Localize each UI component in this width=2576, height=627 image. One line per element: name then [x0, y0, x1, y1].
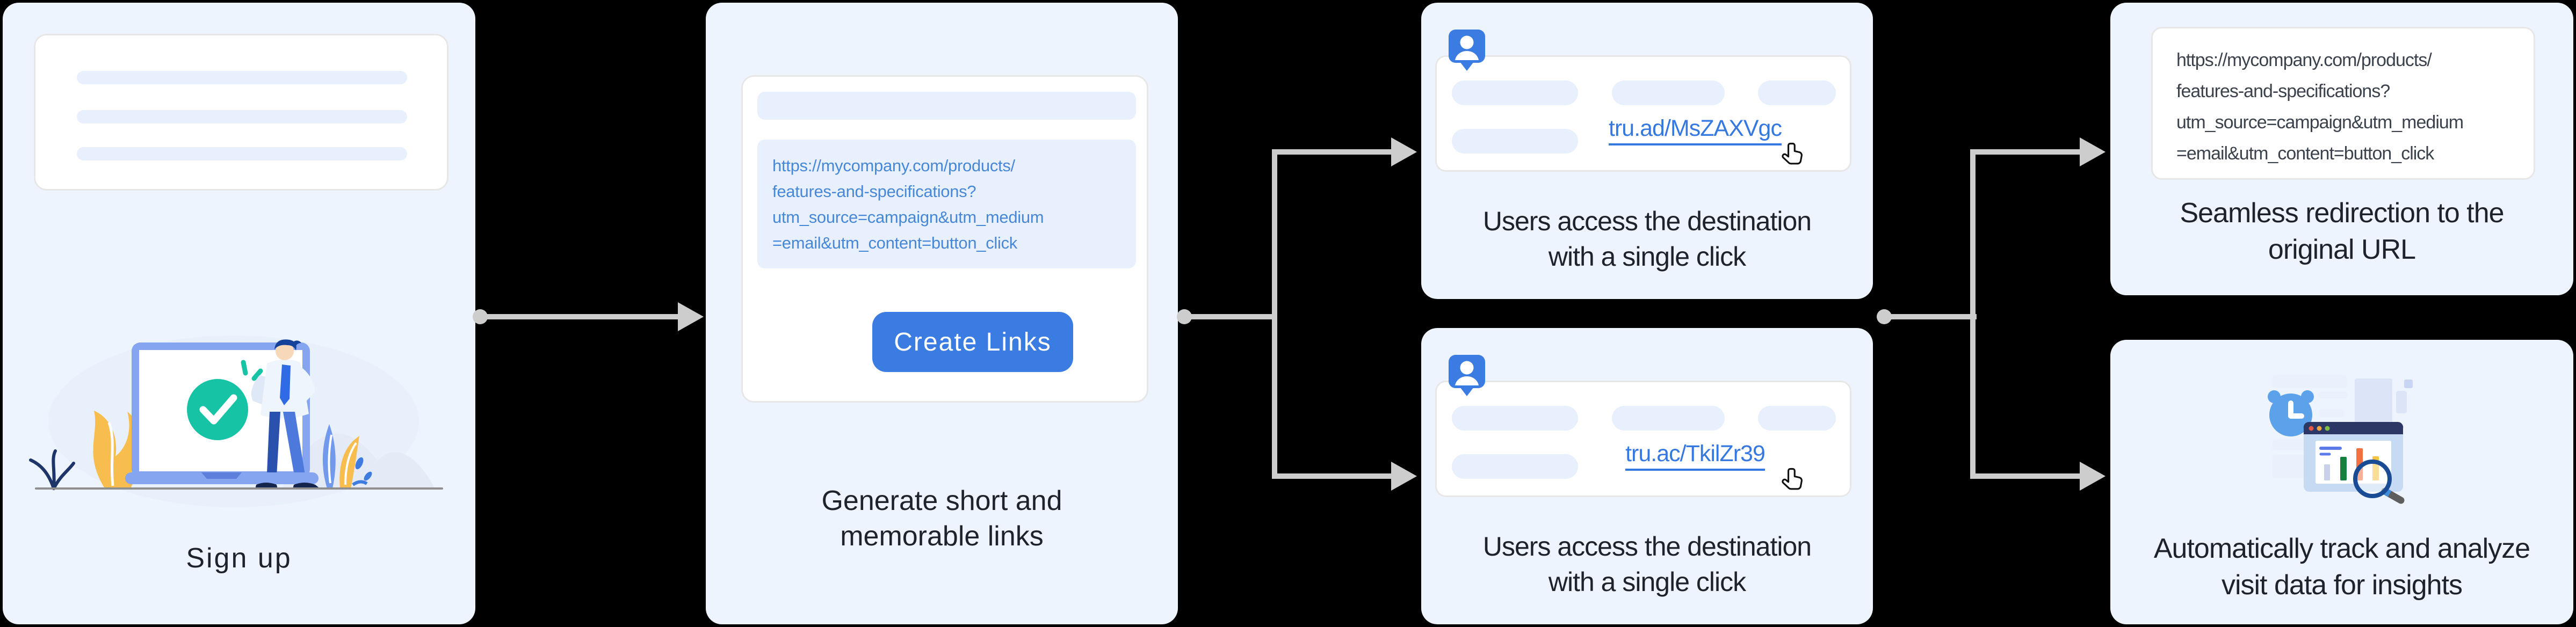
analytics-illustration: [2268, 375, 2413, 504]
connector-arrowhead: [2080, 137, 2105, 166]
generate-caption: Generate short and memorable links: [821, 485, 1062, 552]
connector-line: [1972, 149, 2080, 155]
form-field-placeholder: [77, 110, 407, 123]
text-placeholder: [1452, 129, 1578, 154]
access-card-bottom: tru.ac/TkilZr39 Users access the destina…: [1421, 328, 1873, 624]
analytics-caption: Automatically track and analyze visit da…: [2153, 533, 2530, 601]
text-placeholder: [1452, 454, 1578, 479]
signup-form-skeleton: [34, 34, 448, 191]
long-url-text: https://mycompany.com/products/ features…: [772, 156, 1044, 252]
text-placeholder: [1758, 406, 1836, 431]
connector-line: [1970, 149, 1976, 479]
connector-line: [1272, 149, 1277, 479]
signup-card: Sign up: [3, 3, 475, 624]
signup-caption: Sign up: [186, 543, 292, 574]
form-field-placeholder: [77, 71, 407, 84]
hand-cursor-icon: [1782, 142, 1803, 165]
access-caption: Users access the destination with a sing…: [1482, 206, 1812, 272]
connector-line: [1884, 314, 1977, 319]
hand-cursor-icon: [1782, 468, 1803, 490]
browser-window: [2303, 421, 2404, 492]
text-placeholder: [1758, 81, 1836, 105]
user-pin-icon: [1449, 30, 1485, 71]
analytics-card: Automatically track and analyze visit da…: [2110, 340, 2573, 624]
long-url-input[interactable]: [757, 140, 1136, 268]
message-skeleton: [1435, 381, 1851, 497]
connector-arrowhead: [678, 302, 704, 331]
original-url-text: https://mycompany.com/products/ features…: [2176, 50, 2464, 164]
access-card-top: tru.ad/MsZAXVgc Users access the destina…: [1421, 3, 1873, 299]
generate-links-card: https://mycompany.com/products/ features…: [706, 3, 1178, 624]
connector-arrowhead: [1391, 462, 1417, 491]
create-links-button[interactable]: Create Links: [872, 312, 1073, 372]
connector-line: [1274, 149, 1391, 155]
access-caption: Users access the destination with a sing…: [1482, 531, 1812, 597]
connector-arrowhead: [2080, 462, 2105, 491]
text-placeholder: [1612, 406, 1725, 431]
signup-illustration: [29, 336, 443, 507]
connector-line: [1184, 314, 1277, 319]
connector-arrowhead: [1391, 137, 1417, 166]
link-name-input[interactable]: [757, 92, 1136, 120]
original-url-box: https://mycompany.com/products/ features…: [2151, 27, 2535, 180]
text-placeholder: [1452, 81, 1578, 105]
message-skeleton: [1435, 55, 1851, 172]
connector-line: [1274, 473, 1391, 479]
redirect-caption: Seamless redirection to the original URL: [2180, 198, 2504, 265]
form-field-placeholder: [77, 147, 407, 161]
redirect-card: https://mycompany.com/products/ features…: [2110, 3, 2573, 295]
link-creator-panel: https://mycompany.com/products/ features…: [741, 75, 1148, 403]
text-placeholder: [1452, 406, 1578, 431]
text-placeholder: [1612, 81, 1725, 105]
connector-line: [480, 314, 678, 319]
user-pin-icon: [1449, 355, 1485, 396]
magnifier-icon: [2353, 460, 2405, 504]
alarm-clock-icon: [2268, 390, 2314, 436]
connector-line: [1972, 473, 2080, 479]
short-link[interactable]: tru.ad/MsZAXVgc: [1582, 115, 1808, 145]
short-link[interactable]: tru.ac/TkilZr39: [1582, 441, 1808, 471]
